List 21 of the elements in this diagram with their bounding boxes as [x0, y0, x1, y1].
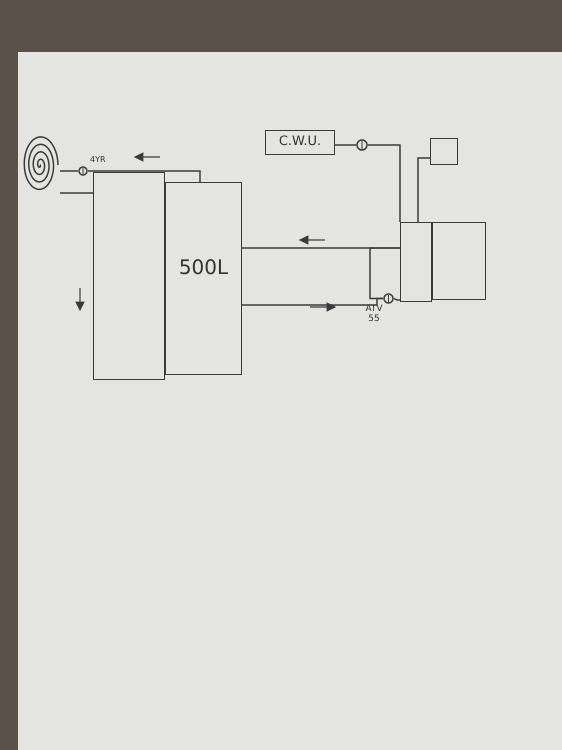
pipe-line — [335, 144, 356, 146]
valve-symbol — [383, 293, 394, 304]
box — [430, 138, 458, 165]
label-box — [265, 130, 335, 155]
node-label: 500L — [178, 255, 230, 279]
pipe-line — [88, 170, 201, 182]
tank-box — [93, 172, 165, 380]
boiler-box — [432, 222, 486, 300]
node-label: C.W.U. — [278, 134, 322, 149]
pipe-line — [368, 144, 401, 222]
tank-box — [165, 182, 242, 375]
pump-symbol — [356, 139, 368, 151]
pipe-line — [369, 247, 400, 300]
pipe-line — [59, 192, 93, 194]
pipe-line — [394, 298, 400, 301]
pipe-line — [417, 157, 430, 222]
boiler-box — [400, 222, 432, 302]
valve-symbol — [78, 166, 88, 176]
part-label: 4YR — [90, 155, 106, 164]
part-label: ATV 55 — [364, 304, 384, 324]
pipe-line — [60, 170, 78, 172]
